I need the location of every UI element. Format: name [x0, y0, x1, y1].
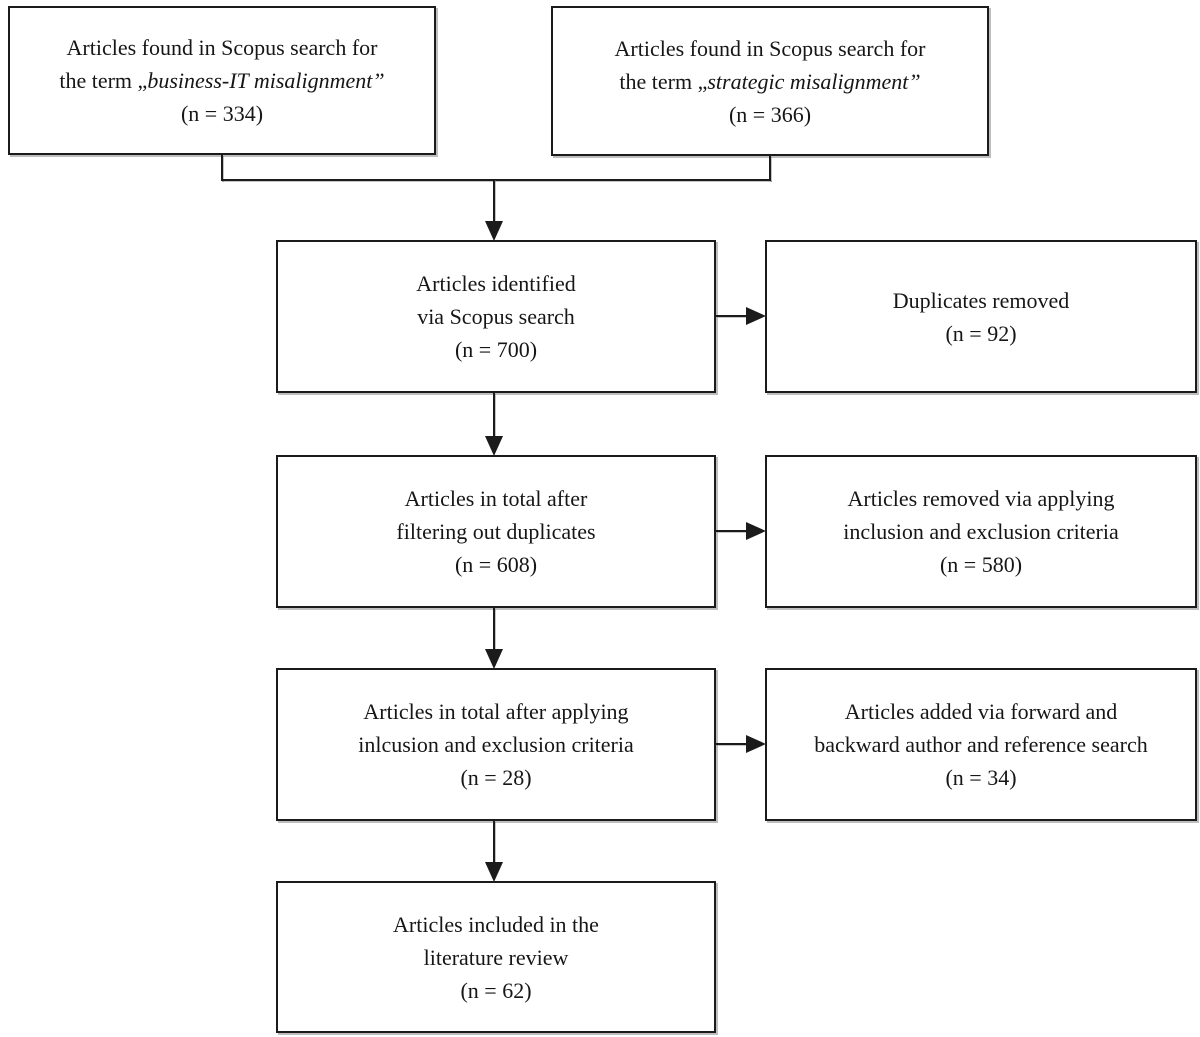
connector-stub-right	[769, 156, 771, 181]
box-count: (n = 28)	[460, 765, 532, 790]
box-text-line: backward author and reference search	[814, 732, 1148, 757]
box-search-business-it: Articles found in Scopus search for the …	[8, 6, 436, 155]
box-count: (n = 580)	[939, 552, 1023, 577]
box-text-line: literature review	[423, 944, 569, 970]
arrowhead-down-icon	[485, 436, 503, 456]
arrowhead-down-icon	[485, 221, 503, 241]
box-count: (n = 366)	[728, 101, 812, 127]
arrowhead-right-icon	[746, 307, 766, 325]
term-prefix: the term „	[619, 68, 708, 94]
box-text-line: via Scopus search	[417, 304, 575, 329]
connector-merge-vertical	[493, 179, 495, 223]
box-count: (n = 92)	[945, 320, 1017, 346]
box-text-line: Articles identified	[416, 271, 576, 296]
term-prefix: the term „	[59, 68, 148, 93]
box-after-criteria: Articles in total after applying inlcusi…	[276, 668, 716, 821]
arrowhead-right-icon	[746, 735, 766, 753]
arrowhead-right-icon	[746, 522, 766, 540]
box-duplicates-removed: Duplicates removed (n = 92)	[765, 240, 1197, 393]
box-count: (n = 334)	[180, 101, 264, 126]
connector-down-2	[493, 608, 495, 650]
connector-removed-criteria	[716, 530, 748, 532]
box-count: (n = 62)	[460, 977, 532, 1003]
connector-merge-horizontal	[221, 179, 771, 181]
box-text-line: the term „strategic misalignment”	[619, 65, 920, 98]
arrowhead-down-icon	[485, 649, 503, 669]
connector-added-search	[716, 743, 748, 745]
search-term: strategic misalignment”	[707, 68, 921, 94]
box-text-line: Articles in total after	[404, 486, 588, 511]
box-text-line: Articles included in the	[393, 911, 599, 937]
box-count: (n = 34)	[945, 765, 1017, 790]
box-removed-criteria: Articles removed via applying inclusion …	[765, 455, 1197, 608]
box-count: (n = 608)	[454, 552, 538, 577]
box-text-line: Duplicates removed	[892, 287, 1070, 313]
connector-duplicates	[716, 315, 748, 317]
search-term: business-IT misalignment”	[147, 68, 385, 93]
box-text-line: Articles added via forward and	[844, 699, 1118, 724]
box-text-line: inclusion and exclusion criteria	[843, 519, 1119, 544]
box-text-line: Articles found in Scopus search for	[614, 35, 926, 61]
box-after-filtering: Articles in total after filtering out du…	[276, 455, 716, 608]
box-count: (n = 700)	[454, 337, 538, 362]
box-search-strategic: Articles found in Scopus search for the …	[551, 6, 989, 156]
box-text-line: inlcusion and exclusion criteria	[358, 732, 634, 757]
box-text-line: Articles removed via applying	[847, 486, 1115, 511]
box-text-line: Articles in total after applying	[363, 699, 629, 724]
box-added-forward-backward: Articles added via forward and backward …	[765, 668, 1197, 821]
arrowhead-down-icon	[485, 862, 503, 882]
box-text-line: filtering out duplicates	[396, 519, 596, 544]
box-included: Articles included in the literature revi…	[276, 881, 716, 1033]
connector-stub-left	[221, 155, 223, 181]
box-text-line: Articles found in Scopus search for	[66, 35, 378, 60]
box-identified: Articles identified via Scopus search (n…	[276, 240, 716, 393]
box-text-line: the term „business-IT misalignment”	[59, 64, 384, 97]
connector-down-1	[493, 393, 495, 437]
connector-down-3	[493, 821, 495, 863]
